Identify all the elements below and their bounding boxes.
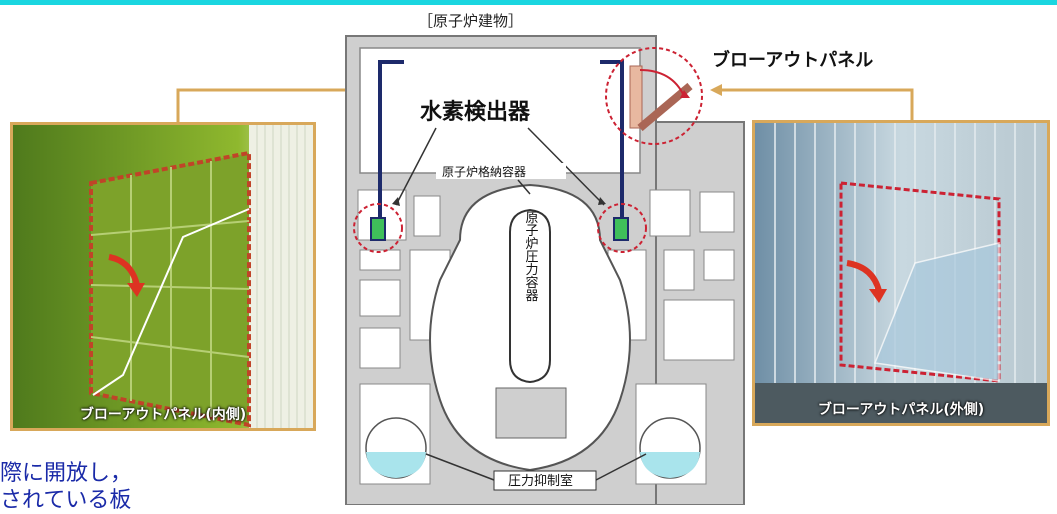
room xyxy=(359,249,401,271)
blowout-open-arrowhead xyxy=(680,90,690,98)
cropped-text-line-1: 際に開放し， xyxy=(0,461,133,486)
right-connector-line xyxy=(722,88,914,120)
blowout-panel-highlight xyxy=(605,47,703,145)
top-chamber xyxy=(359,47,641,174)
blowout-panel-wall xyxy=(629,65,643,129)
room xyxy=(359,327,401,369)
pressure-vessel xyxy=(509,208,551,384)
inside-photo-caption: ブローアウトパネル(内側) xyxy=(79,407,247,423)
room xyxy=(649,189,691,237)
containment-label: 原子炉格納容器 xyxy=(442,164,526,179)
outside-panel-image xyxy=(755,123,1047,423)
containment-pointer xyxy=(517,179,531,195)
blowout-panel-photo-outside: ブローアウトパネル(外側) xyxy=(752,120,1050,426)
inside-panel-arrowhead xyxy=(127,283,145,297)
room xyxy=(663,249,695,291)
inside-panel-open-outline xyxy=(92,208,250,396)
outside-panel-frame xyxy=(839,181,1001,383)
blowout-panel-label: ブローアウトパネル xyxy=(712,50,874,71)
hydrogen-detector-label: 水素検出器 xyxy=(420,100,531,125)
room xyxy=(413,195,441,237)
suppression-pointer-left xyxy=(425,453,495,481)
room xyxy=(699,191,735,233)
top-accent-bar xyxy=(0,0,1057,5)
detector-pointer-left-arrowhead xyxy=(392,197,400,206)
cropped-text-line-2: されている板 xyxy=(0,488,132,513)
suppression-label-box xyxy=(493,470,597,491)
inside-panel-image xyxy=(13,125,313,428)
blowout-panel-photo-inside: ブローアウトパネル(内側) xyxy=(10,122,316,431)
detector-pointer-left xyxy=(395,127,437,206)
inside-panel-arrow xyxy=(108,254,140,286)
suppression-pointer-right xyxy=(595,453,647,481)
blowout-open-arrow xyxy=(639,69,685,97)
outside-panel-arrowhead xyxy=(869,289,887,303)
outside-panel-arrow xyxy=(846,260,882,292)
detector-highlight-left xyxy=(353,203,403,253)
detector-pointer-right-arrowhead xyxy=(598,197,606,205)
water-left xyxy=(366,452,426,478)
outside-photo-caption: ブローアウトパネル(外側) xyxy=(817,402,985,418)
detector-highlight-right xyxy=(597,203,647,253)
right-pipe xyxy=(600,60,624,222)
right-connector-arrow xyxy=(710,84,722,96)
pressure-vessel-label-group: 原子炉圧力容器 xyxy=(523,211,539,303)
room xyxy=(663,299,735,361)
hydrogen-detector-left xyxy=(370,217,386,241)
pressure-vessel-label: 原子炉圧力容器 xyxy=(523,211,539,303)
hydrogen-detector-right xyxy=(613,217,629,241)
room xyxy=(703,249,735,281)
water-right xyxy=(640,452,700,478)
left-pipe xyxy=(378,60,404,222)
suppression-label: 圧力抑制室 xyxy=(508,473,573,489)
room xyxy=(359,279,401,317)
building-title: ［原子炉建物］ xyxy=(418,12,524,30)
containment-label-bg xyxy=(436,163,566,179)
reactor-pedestal xyxy=(495,387,567,439)
outside-panel-open xyxy=(873,242,1000,382)
